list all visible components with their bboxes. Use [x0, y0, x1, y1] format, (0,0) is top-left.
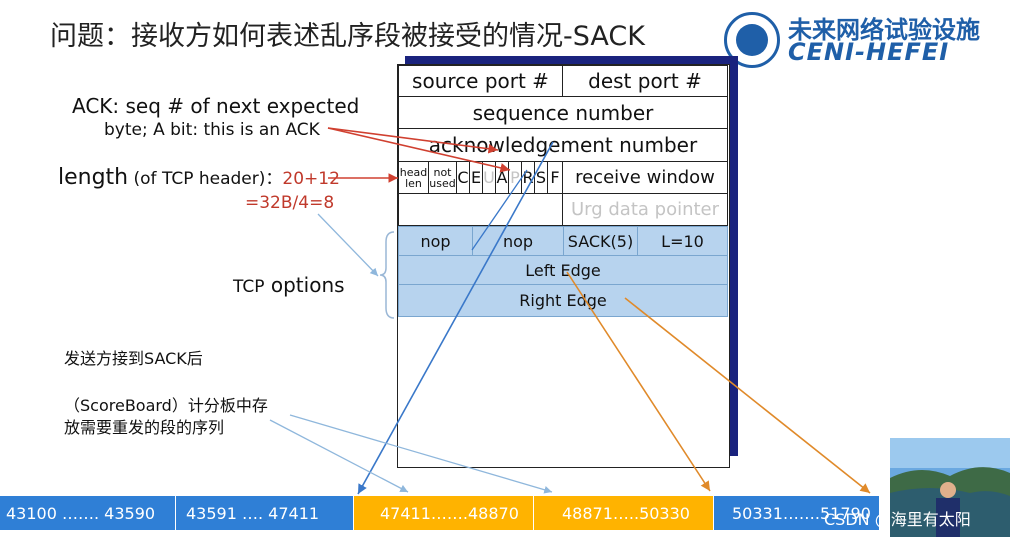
ack-to-segment-arrow: [357, 141, 554, 495]
segment-5: 50331…….51790: [714, 496, 880, 530]
length-paren: (of TCP header): [128, 169, 266, 189]
head-len-line2: len: [405, 176, 422, 190]
ceni-logo-emblem: [736, 24, 768, 56]
ack-annotation-line2: byte; A bit: this is an ACK: [104, 120, 320, 140]
segment-1: 43100 ……. 43590: [0, 496, 176, 530]
scoreboard-arrow-2: [289, 414, 553, 494]
right-edge-arrow: [624, 297, 871, 494]
scoreboard-arrow-1: [269, 419, 409, 493]
nop-option-1: nop: [398, 226, 473, 256]
length-word: length: [58, 165, 129, 190]
urg-pointer-field: Urg data pointer: [562, 193, 728, 226]
length-value-2: =32B/4=8: [245, 193, 335, 213]
logo-english-text: CENI-HEFEI: [788, 38, 950, 66]
length-annotation: length (of TCP header)：20+12: [58, 164, 340, 190]
left-edge-arrow: [566, 271, 711, 492]
segment-2: 43591 …. 47411: [176, 496, 354, 530]
ack-annotation-line1: ACK: seq # of next expected: [72, 94, 360, 118]
ack-arrow-to-a-flag: [327, 127, 499, 154]
not-used-line2: used: [429, 176, 456, 190]
not-used-line1: not: [433, 165, 452, 179]
tcp-header-diagram: source port # dest port # sequence numbe…: [397, 64, 730, 468]
slide-title: 问题：接收方如何表述乱序段被接受的情况-SACK: [50, 21, 645, 52]
ack-arrow-to-ack-field: [327, 127, 511, 173]
options-brace-icon: [379, 231, 395, 319]
length-value-1: 20+12: [282, 169, 340, 189]
sack-kind-field: SACK(5): [563, 226, 638, 256]
presenter-photo-icon: [890, 438, 1010, 537]
scoreboard-note-2: 放需要重发的段的序列: [64, 418, 225, 437]
watermark: CSDN @海里有太阳: [824, 510, 971, 529]
logo-chinese-text: 未来网络试验设施: [788, 16, 980, 44]
scoreboard-note-1: （ScoreBoard）计分板中存: [64, 396, 268, 415]
length-to-options-arrow: [317, 213, 379, 277]
tcp-options-tcp: TCP: [233, 277, 265, 297]
tcp-options-word: options: [264, 273, 345, 297]
segment-3: 47411…….48870: [354, 496, 534, 530]
tcp-options-label: TCP options: [233, 273, 345, 297]
presenter-video-thumbnail: [890, 438, 1010, 537]
seq-to-segment-arrow: [471, 169, 528, 251]
sender-note: 发送方接到SACK后: [64, 349, 203, 368]
nop-option-2: nop: [472, 226, 564, 256]
right-edge-field: Right Edge: [398, 284, 728, 317]
head-len-line1: head: [399, 165, 428, 179]
sequence-bar: 43100 ……. 43590 43591 …. 47411 47411…….4…: [0, 496, 880, 530]
segment-4: 48871…..50330: [534, 496, 714, 530]
length-colon: ：: [265, 169, 283, 189]
